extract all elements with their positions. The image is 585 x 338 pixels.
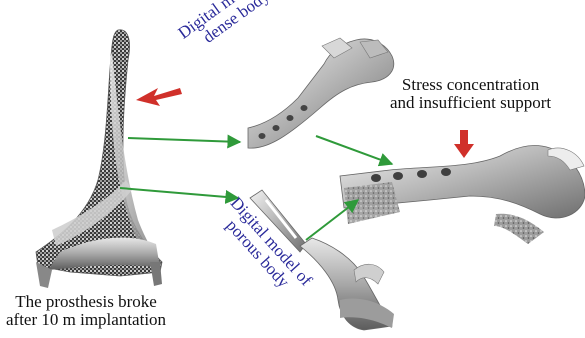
fracture-model-image [340, 146, 585, 244]
stress-label-line1: Stress concentration [390, 76, 551, 94]
stress-label-line2: and insufficient support [390, 94, 551, 112]
red-arrow-fracture-site [136, 88, 182, 106]
arrow-to-porous-model [120, 188, 238, 198]
broke-label: The prosthesis broke after 10 m implanta… [6, 293, 166, 329]
stress-label: Stress concentration and insufficient su… [390, 76, 551, 112]
broke-label-line1: The prosthesis broke [6, 293, 166, 311]
arrow-dense-to-fracture [316, 136, 392, 164]
red-arrow-stress-point [454, 130, 474, 158]
broken-prosthesis-image [36, 30, 162, 288]
dense-body-model-image [248, 38, 394, 148]
arrow-to-dense-model [128, 138, 240, 142]
broke-label-line2: after 10 m implantation [6, 311, 166, 329]
